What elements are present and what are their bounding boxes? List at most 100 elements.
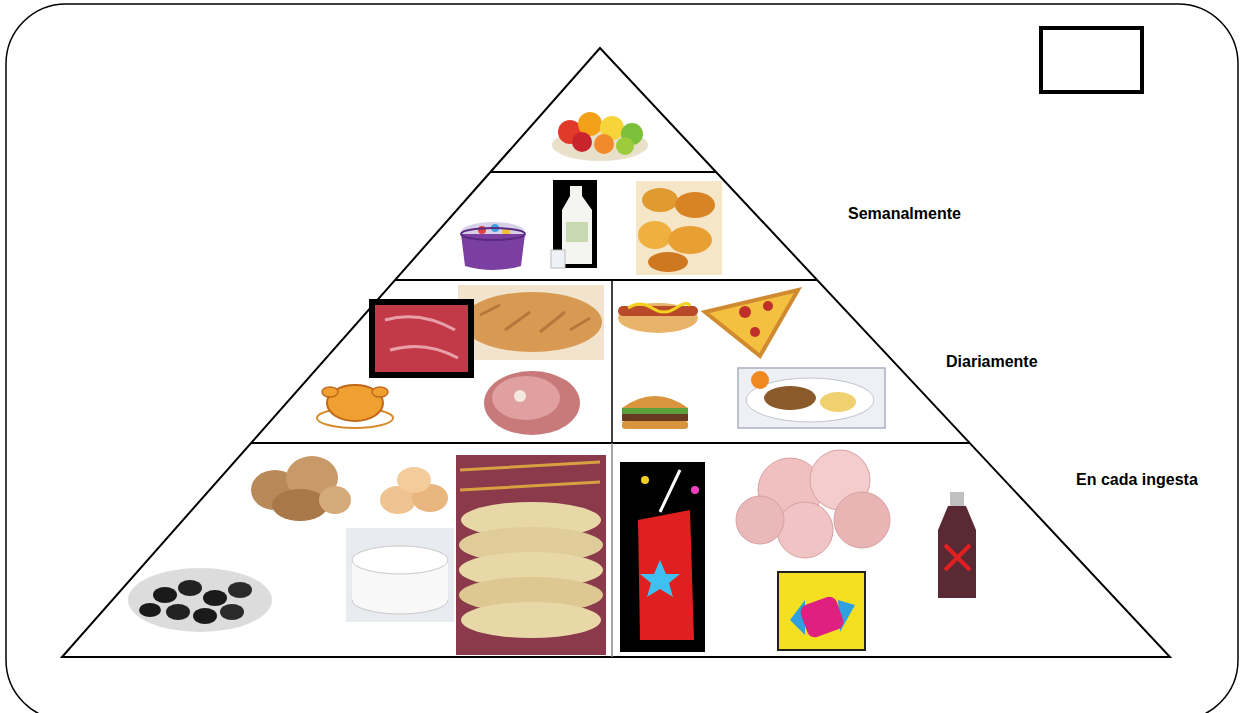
milk-bottle-part — [551, 250, 565, 268]
chips — [636, 181, 722, 275]
pyramid-part — [395, 279, 817, 281]
roast-chicken-part — [322, 387, 338, 397]
fruit-bowl-part — [572, 132, 592, 152]
candy-part — [798, 595, 845, 640]
pyramid — [62, 48, 1170, 657]
black-beans — [128, 568, 272, 632]
soft-drink-bottle-part — [945, 545, 970, 570]
ham — [484, 371, 580, 435]
eggs — [380, 467, 448, 514]
ham-part — [514, 390, 526, 402]
roast-chicken-part — [372, 387, 388, 397]
pizza-slice-part — [750, 327, 760, 337]
bread-loaf-part — [480, 305, 590, 332]
eggs-part — [397, 467, 431, 493]
soft-drink-bottle-part — [950, 492, 964, 506]
cheese-part — [352, 546, 448, 574]
cereal-pot-part — [461, 222, 525, 242]
burger — [622, 396, 688, 429]
plate-dish — [738, 368, 885, 428]
cold-cuts-part — [736, 496, 784, 544]
frequency-label: Semanalmente — [848, 204, 961, 223]
soda-can-part — [691, 486, 699, 494]
frame — [6, 4, 1238, 713]
black-beans-part — [178, 580, 202, 596]
bread-loaf — [458, 285, 604, 360]
soda-can-part — [640, 560, 680, 597]
soda-can — [620, 462, 705, 652]
hot-dog-part — [618, 303, 698, 333]
frequency-label: Diariamente — [946, 352, 1038, 371]
tortillas — [456, 455, 606, 655]
empty-box — [1041, 28, 1142, 92]
bread-rolls — [251, 456, 351, 521]
candy-part — [778, 572, 865, 650]
plate-dish-part — [738, 368, 885, 428]
cold-cuts-part — [834, 492, 890, 548]
soft-drink-bottle-part — [938, 506, 976, 598]
chips-part — [638, 221, 672, 249]
soda-can-part — [641, 476, 649, 484]
pizza-slice-part — [705, 290, 798, 356]
bread-loaf-part — [462, 292, 602, 352]
black-beans-part — [220, 604, 244, 620]
tortillas-part — [460, 462, 600, 490]
burger-part — [622, 396, 688, 408]
soda-can-part — [660, 470, 680, 512]
chips-part — [648, 252, 688, 272]
bread-rolls-part — [272, 489, 328, 521]
fruit-bowl-part — [616, 137, 634, 155]
candy — [778, 572, 865, 650]
pyramid-part — [611, 280, 613, 443]
hot-dog — [618, 303, 698, 333]
pyramid-part — [251, 442, 970, 444]
soda-can-part — [638, 510, 694, 640]
cold-cuts-part — [777, 502, 833, 558]
soda-can-part — [620, 462, 705, 652]
cheese-part — [346, 528, 454, 622]
plate-dish-part — [751, 371, 769, 389]
black-beans-part — [203, 590, 227, 606]
pyramid-part — [490, 171, 716, 173]
black-beans-part — [193, 608, 217, 624]
chips-part — [668, 226, 712, 254]
cheese — [346, 528, 454, 622]
pyramid-part — [62, 48, 1170, 657]
fruit-bowl-part — [594, 134, 614, 154]
bread-rolls-part — [319, 486, 351, 514]
pizza-slice — [705, 290, 798, 356]
chips-part — [642, 188, 678, 212]
raw-meat — [372, 302, 471, 375]
burger-part — [622, 414, 688, 421]
milk-bottle-part — [562, 186, 592, 264]
chips-part — [636, 181, 722, 275]
black-beans-part — [128, 568, 272, 632]
cold-cuts — [736, 450, 890, 558]
black-beans-part — [166, 604, 190, 620]
raw-meat-part — [385, 317, 458, 358]
tortillas-part — [461, 602, 601, 638]
plate-dish-part — [764, 386, 816, 410]
empty-box-part — [1041, 28, 1142, 92]
plate-dish-part — [820, 392, 856, 412]
tortillas-part — [456, 455, 606, 655]
burger-part — [622, 408, 688, 414]
burger-part — [622, 421, 688, 429]
cereal-pot — [461, 222, 525, 270]
pizza-slice-part — [739, 306, 751, 318]
chips-part — [675, 192, 715, 218]
black-beans-part — [228, 582, 252, 598]
cereal-pot-part — [461, 228, 525, 240]
frequency-label: En cada ingesta — [1076, 470, 1198, 489]
hot-dog-part — [628, 303, 690, 312]
bread-loaf-part — [458, 285, 604, 360]
milk-bottle-part — [566, 222, 588, 242]
pyramid-part — [611, 443, 613, 657]
frame-part — [6, 4, 1238, 713]
black-beans-part — [139, 603, 161, 617]
milk-bottle — [551, 180, 597, 268]
fruit-bowl — [552, 112, 648, 161]
pizza-slice-part — [763, 301, 773, 311]
roast-chicken — [317, 385, 393, 428]
